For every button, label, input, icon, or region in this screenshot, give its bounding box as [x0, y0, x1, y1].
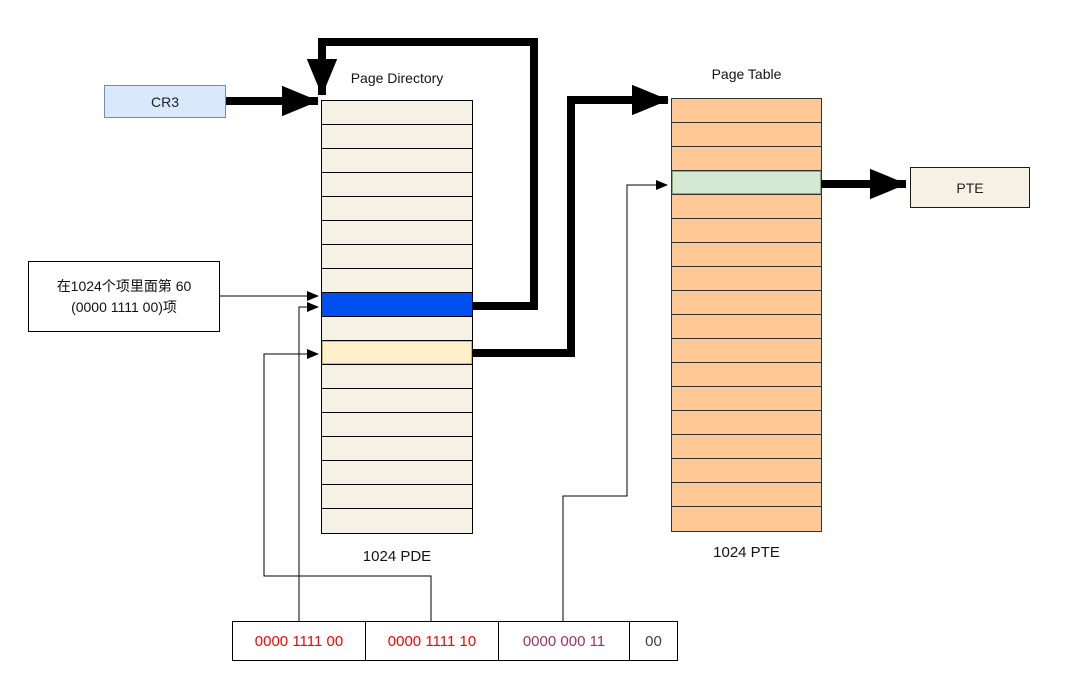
pte-row	[672, 483, 821, 507]
address-bit-cell: 00	[629, 622, 677, 660]
page-table-caption: 1024 PTE	[713, 544, 780, 561]
pte-row	[672, 99, 821, 123]
cr3-box: CR3	[104, 85, 226, 118]
page-directory-caption: 1024 PDE	[362, 548, 432, 565]
address-bits-box: 0000 1111 00 0000 1111 10 0000 000 11 00	[232, 621, 678, 661]
address-bit-text: 0000 1111 00	[254, 632, 344, 650]
pte-row	[672, 147, 821, 171]
page-table-title: Page Table	[711, 66, 782, 82]
page-directory-title: Page Directory	[350, 70, 444, 86]
pde-row	[322, 125, 472, 149]
pte-row	[672, 339, 821, 363]
note-box: 在1024个项里面第 60 (0000 1111 00)项	[28, 261, 220, 332]
pde-row	[322, 173, 472, 197]
pte-row	[672, 171, 821, 195]
pte-row	[672, 435, 821, 459]
note-line-1: 在1024个项里面第 60	[56, 277, 192, 294]
bits-dirindex-to-blue-row-line	[298, 302, 319, 621]
bits-tableindex-to-green-row-line	[562, 180, 668, 621]
pde-row	[322, 413, 472, 437]
pte-row	[672, 219, 821, 243]
pde-row	[322, 317, 472, 341]
page-table-table	[671, 98, 822, 532]
pte-row	[672, 291, 821, 315]
pte-row	[672, 243, 821, 267]
pde-row	[322, 221, 472, 245]
pte-row	[672, 195, 821, 219]
pde-row	[322, 197, 472, 221]
pde-row	[322, 341, 472, 365]
pte-row	[672, 363, 821, 387]
pde-row	[322, 149, 472, 173]
pde-to-pagetable-arrow	[472, 84, 669, 357]
address-bit-text: 0000 000 11	[522, 632, 606, 650]
note-line-2: (0000 1111 00)项	[71, 298, 177, 315]
pde-row	[322, 245, 472, 269]
address-bit-cell: 0000 000 11	[498, 622, 629, 660]
page-directory-table	[321, 100, 473, 534]
address-bit-cell: 0000 1111 10	[365, 622, 498, 660]
pde-row	[322, 485, 472, 509]
pde-row	[322, 293, 472, 317]
pte-row	[672, 387, 821, 411]
pde-row	[322, 509, 472, 533]
pte-label: PTE	[956, 179, 984, 196]
cr3-label: CR3	[150, 93, 179, 110]
pde-row	[322, 461, 472, 485]
address-bit-cell: 0000 1111 00	[233, 622, 365, 660]
pde-row	[322, 101, 472, 125]
pte-row	[672, 507, 821, 531]
pte-row	[672, 459, 821, 483]
address-bit-text: 0000 1111 10	[387, 632, 477, 650]
pte-row	[672, 411, 821, 435]
pte-row	[672, 123, 821, 147]
pde-row	[322, 269, 472, 293]
pte-row	[672, 267, 821, 291]
address-bit-text: 00	[645, 632, 662, 650]
pte-row	[672, 315, 821, 339]
pde-row	[322, 437, 472, 461]
pte-box: PTE	[910, 167, 1030, 208]
pde-row	[322, 365, 472, 389]
pde-row	[322, 389, 472, 413]
